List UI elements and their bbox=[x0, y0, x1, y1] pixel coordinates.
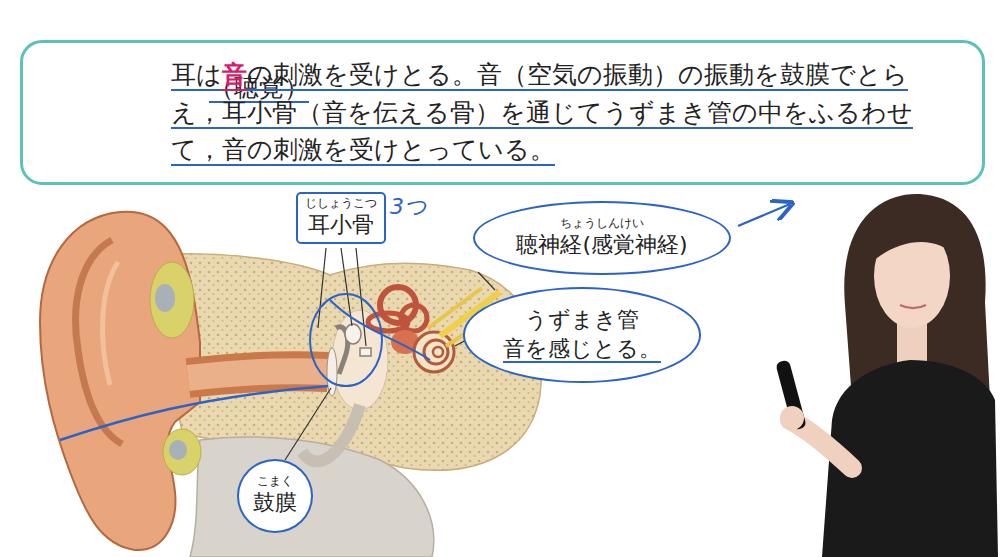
leader-line bbox=[285, 388, 331, 460]
cartilage bbox=[169, 440, 187, 460]
cochlea-turn bbox=[424, 340, 448, 364]
part-name: 鼓膜 bbox=[253, 489, 297, 518]
hand bbox=[780, 406, 804, 430]
semicircular-canal bbox=[368, 313, 408, 331]
leader-line bbox=[318, 248, 326, 328]
node-content: じしょうこつ耳小骨 bbox=[305, 197, 377, 239]
eardrum bbox=[327, 348, 337, 396]
panel-text: の刺激を受けとる。音（空気の振動）の振動を鼓膜でとらえ，耳小骨（音を伝える骨）を… bbox=[171, 60, 913, 164]
panel-body: 耳は音の刺激を受けとる。音（空気の振動）の振動を鼓膜でとらえ，耳小骨（音を伝える… bbox=[171, 56, 958, 169]
node-content: （聴覚）耳は音の刺激を受けとる。音（空気の振動）の振動を鼓膜でとらえ，耳小骨（音… bbox=[171, 56, 958, 169]
annotation-circle bbox=[310, 294, 382, 386]
fat-tissue bbox=[163, 429, 201, 475]
part-name: 耳小骨 bbox=[305, 211, 377, 240]
annotation-stroke bbox=[330, 300, 430, 360]
fat-tissue bbox=[150, 262, 194, 338]
incus bbox=[345, 324, 361, 344]
key-word: 音 bbox=[222, 60, 247, 89]
furigana: こまく bbox=[253, 475, 297, 489]
ear-canal-inner bbox=[188, 371, 328, 378]
furigana: ちょうしんけい bbox=[516, 217, 687, 231]
eustachian-tube bbox=[302, 405, 360, 461]
pointer bbox=[775, 359, 807, 430]
node-content: うずまき管音を感じとる。 bbox=[503, 306, 661, 363]
ear-canal bbox=[188, 371, 328, 378]
helix-fold bbox=[76, 240, 122, 444]
bangs bbox=[872, 222, 956, 262]
panel-text: 耳は bbox=[171, 60, 222, 89]
part-name: 聴神経(感覚神経) bbox=[516, 231, 687, 260]
annotation-stroke bbox=[60, 386, 328, 440]
pinna bbox=[40, 212, 200, 550]
furigana: じしょうこつ bbox=[305, 197, 377, 211]
antihelix bbox=[102, 262, 118, 385]
node-content: ちょうしんけい聴神経(感覚神経) bbox=[516, 217, 687, 259]
stapes bbox=[360, 348, 371, 356]
text-panel: （聴覚）耳は音の刺激を受けとる。音（空気の振動）の振動を鼓膜でとらえ，耳小骨（音… bbox=[20, 40, 985, 185]
cartilage bbox=[155, 284, 175, 312]
cochlea bbox=[414, 332, 454, 372]
part-name: うずまき管 bbox=[503, 306, 661, 335]
leader-line bbox=[478, 272, 495, 290]
cochlea-turn bbox=[433, 347, 443, 357]
part-name: 音を感じとる。 bbox=[503, 335, 661, 364]
label-ellipse: うずまき管音を感じとる。 bbox=[463, 287, 701, 382]
handwritten-note: 3つ bbox=[390, 192, 427, 222]
label-box: じしょうこつ耳小骨 bbox=[296, 192, 386, 244]
node-content: こまく鼓膜 bbox=[253, 475, 297, 517]
annotation-arrow bbox=[738, 204, 790, 226]
label-ellipse: ちょうしんけい聴神経(感覚神経) bbox=[473, 201, 730, 275]
label-ellipse: こまく鼓膜 bbox=[237, 459, 313, 533]
mouth bbox=[900, 305, 926, 308]
